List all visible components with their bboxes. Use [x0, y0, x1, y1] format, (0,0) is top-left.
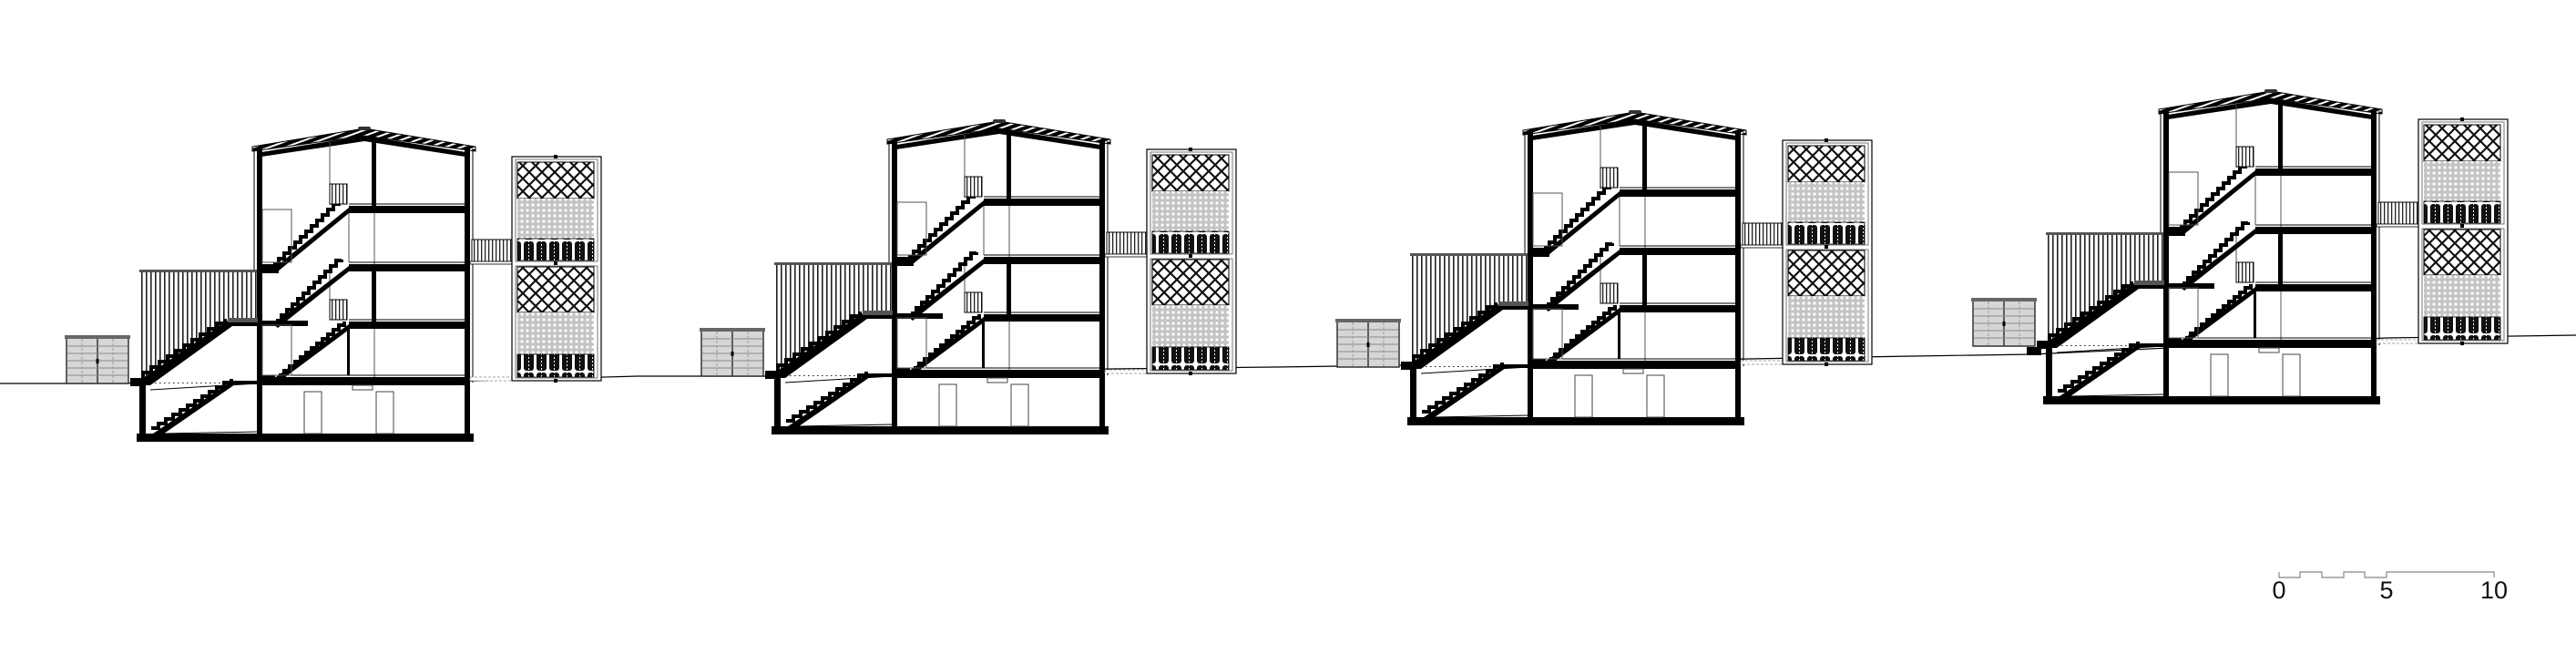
scale-label-0: 0: [2272, 577, 2286, 604]
building-section-4: [1969, 87, 2510, 406]
scale-label-10: 10: [2479, 577, 2509, 604]
building-section-2: [698, 117, 1238, 436]
scale-bar: [2278, 571, 2495, 578]
scale-label-5: 5: [2379, 577, 2394, 604]
building-section-3: [1334, 108, 1874, 427]
building-4-extra-step: [2027, 347, 2041, 355]
building-section-1: [63, 125, 603, 444]
